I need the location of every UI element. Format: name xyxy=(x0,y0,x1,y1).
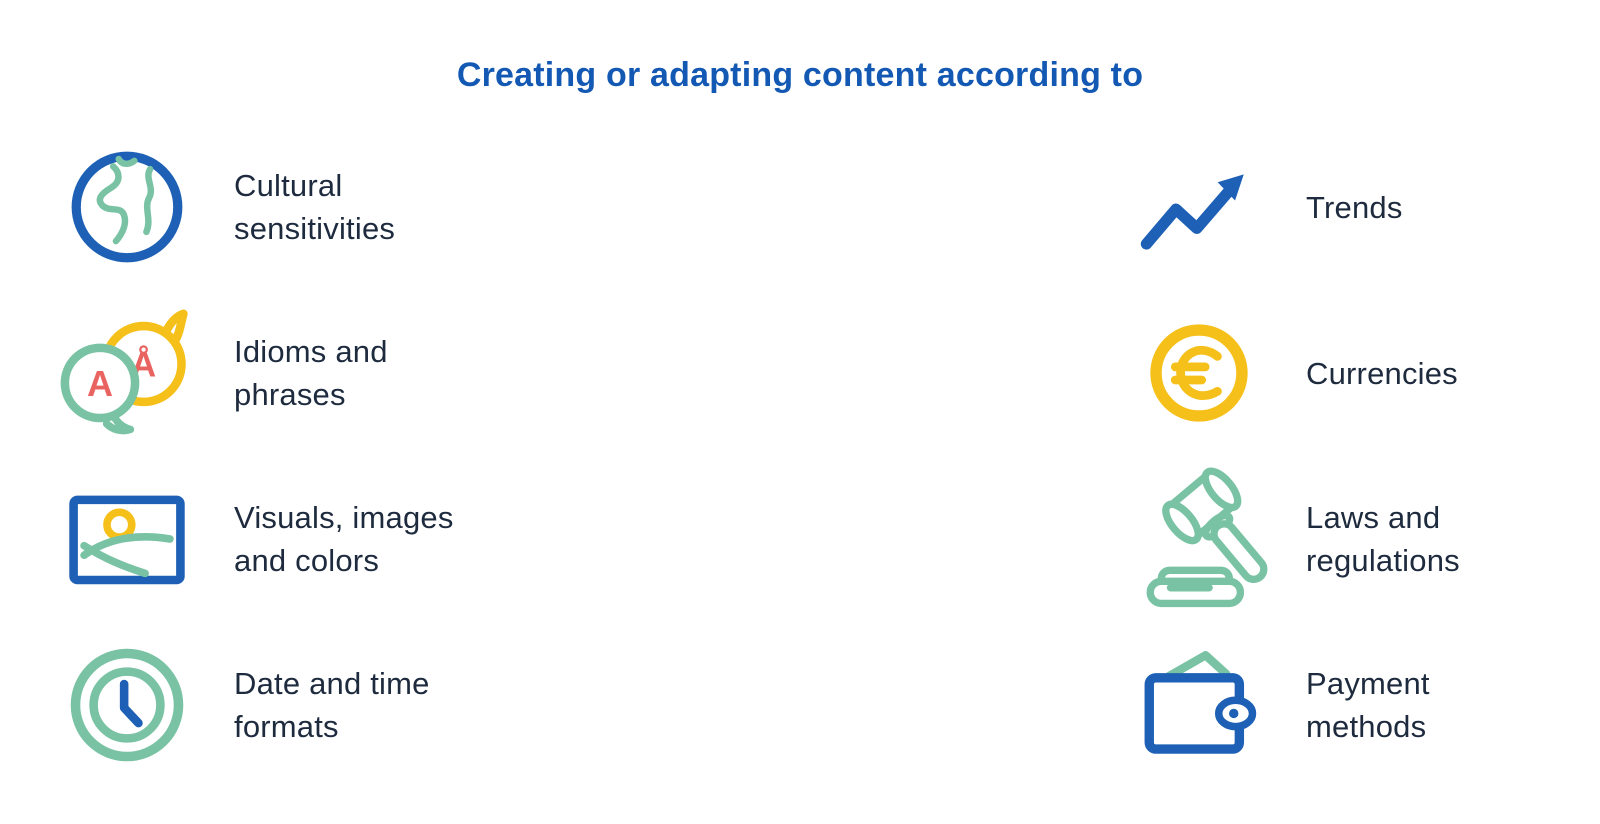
feature-item-idioms-phrases: Å A Idioms and phrases xyxy=(58,290,454,456)
page-title: Creating or adapting content according t… xyxy=(456,56,1144,94)
right-column: Trends Currencies xyxy=(1130,124,1460,788)
feature-label: Visuals, images and colors xyxy=(234,500,454,578)
feature-label: Laws and regulations xyxy=(1306,500,1460,578)
feature-item-currencies: Currencies xyxy=(1130,290,1460,456)
feature-label: Idioms and phrases xyxy=(234,334,388,412)
feature-label: Payment methods xyxy=(1306,666,1430,744)
euro-coin-icon xyxy=(1130,293,1268,453)
feature-item-cultural-sensitivities: Cultural sensitivities xyxy=(58,124,454,290)
trend-arrow-icon xyxy=(1130,127,1268,287)
gavel-icon xyxy=(1130,459,1268,619)
left-column: Cultural sensitivities Å A Idioms and ph… xyxy=(58,124,454,788)
wallet-icon xyxy=(1130,625,1268,785)
picture-icon xyxy=(58,459,196,619)
feature-item-date-time: Date and time formats xyxy=(58,622,454,788)
speech-bubbles-icon: Å A xyxy=(58,293,196,453)
feature-item-trends: Trends xyxy=(1130,124,1460,290)
feature-label: Currencies xyxy=(1306,355,1458,391)
bubble-letter-a: A xyxy=(87,363,113,404)
globe-icon xyxy=(58,127,196,287)
feature-label: Cultural sensitivities xyxy=(234,168,396,246)
feature-item-laws: Laws and regulations xyxy=(1130,456,1460,622)
feature-item-payment: Payment methods xyxy=(1130,622,1460,788)
feature-label: Trends xyxy=(1306,189,1403,225)
clock-icon xyxy=(58,625,196,785)
feature-label: Date and time formats xyxy=(234,666,430,744)
feature-item-visuals: Visuals, images and colors xyxy=(58,456,454,622)
